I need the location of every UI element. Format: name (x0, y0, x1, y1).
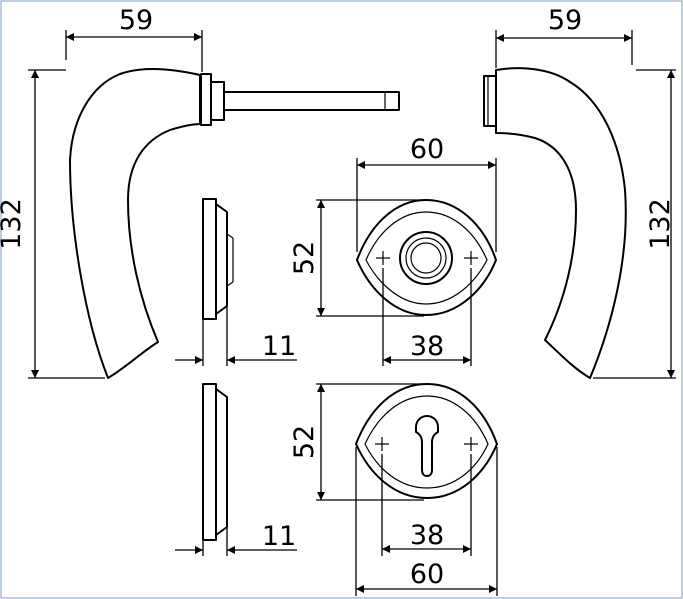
dim-top-rose-width: 60 (410, 134, 444, 165)
bottom-rose-front (355, 383, 498, 499)
left-handle (69, 68, 400, 379)
dim-bottom-profile-thickness: 11 (262, 521, 296, 552)
dimension-lines (28, 30, 676, 596)
top-rose-front (356, 199, 497, 316)
dim-left-handle-height: 132 (0, 198, 27, 250)
dim-bottom-rose-width: 60 (410, 559, 444, 590)
right-handle (483, 67, 627, 379)
dim-top-rose-height: 52 (289, 241, 320, 275)
dim-right-handle-height: 132 (645, 198, 676, 250)
bottom-rose-profile (202, 383, 228, 541)
dim-top-rose-inner: 38 (410, 331, 444, 362)
dim-bottom-rose-height: 52 (289, 425, 320, 459)
dim-top-profile-thickness: 11 (262, 331, 296, 362)
dim-bottom-rose-inner: 38 (410, 520, 444, 551)
dim-right-handle-width: 59 (548, 5, 582, 36)
dim-left-handle-width: 59 (119, 5, 153, 36)
top-rose-profile (202, 198, 234, 320)
